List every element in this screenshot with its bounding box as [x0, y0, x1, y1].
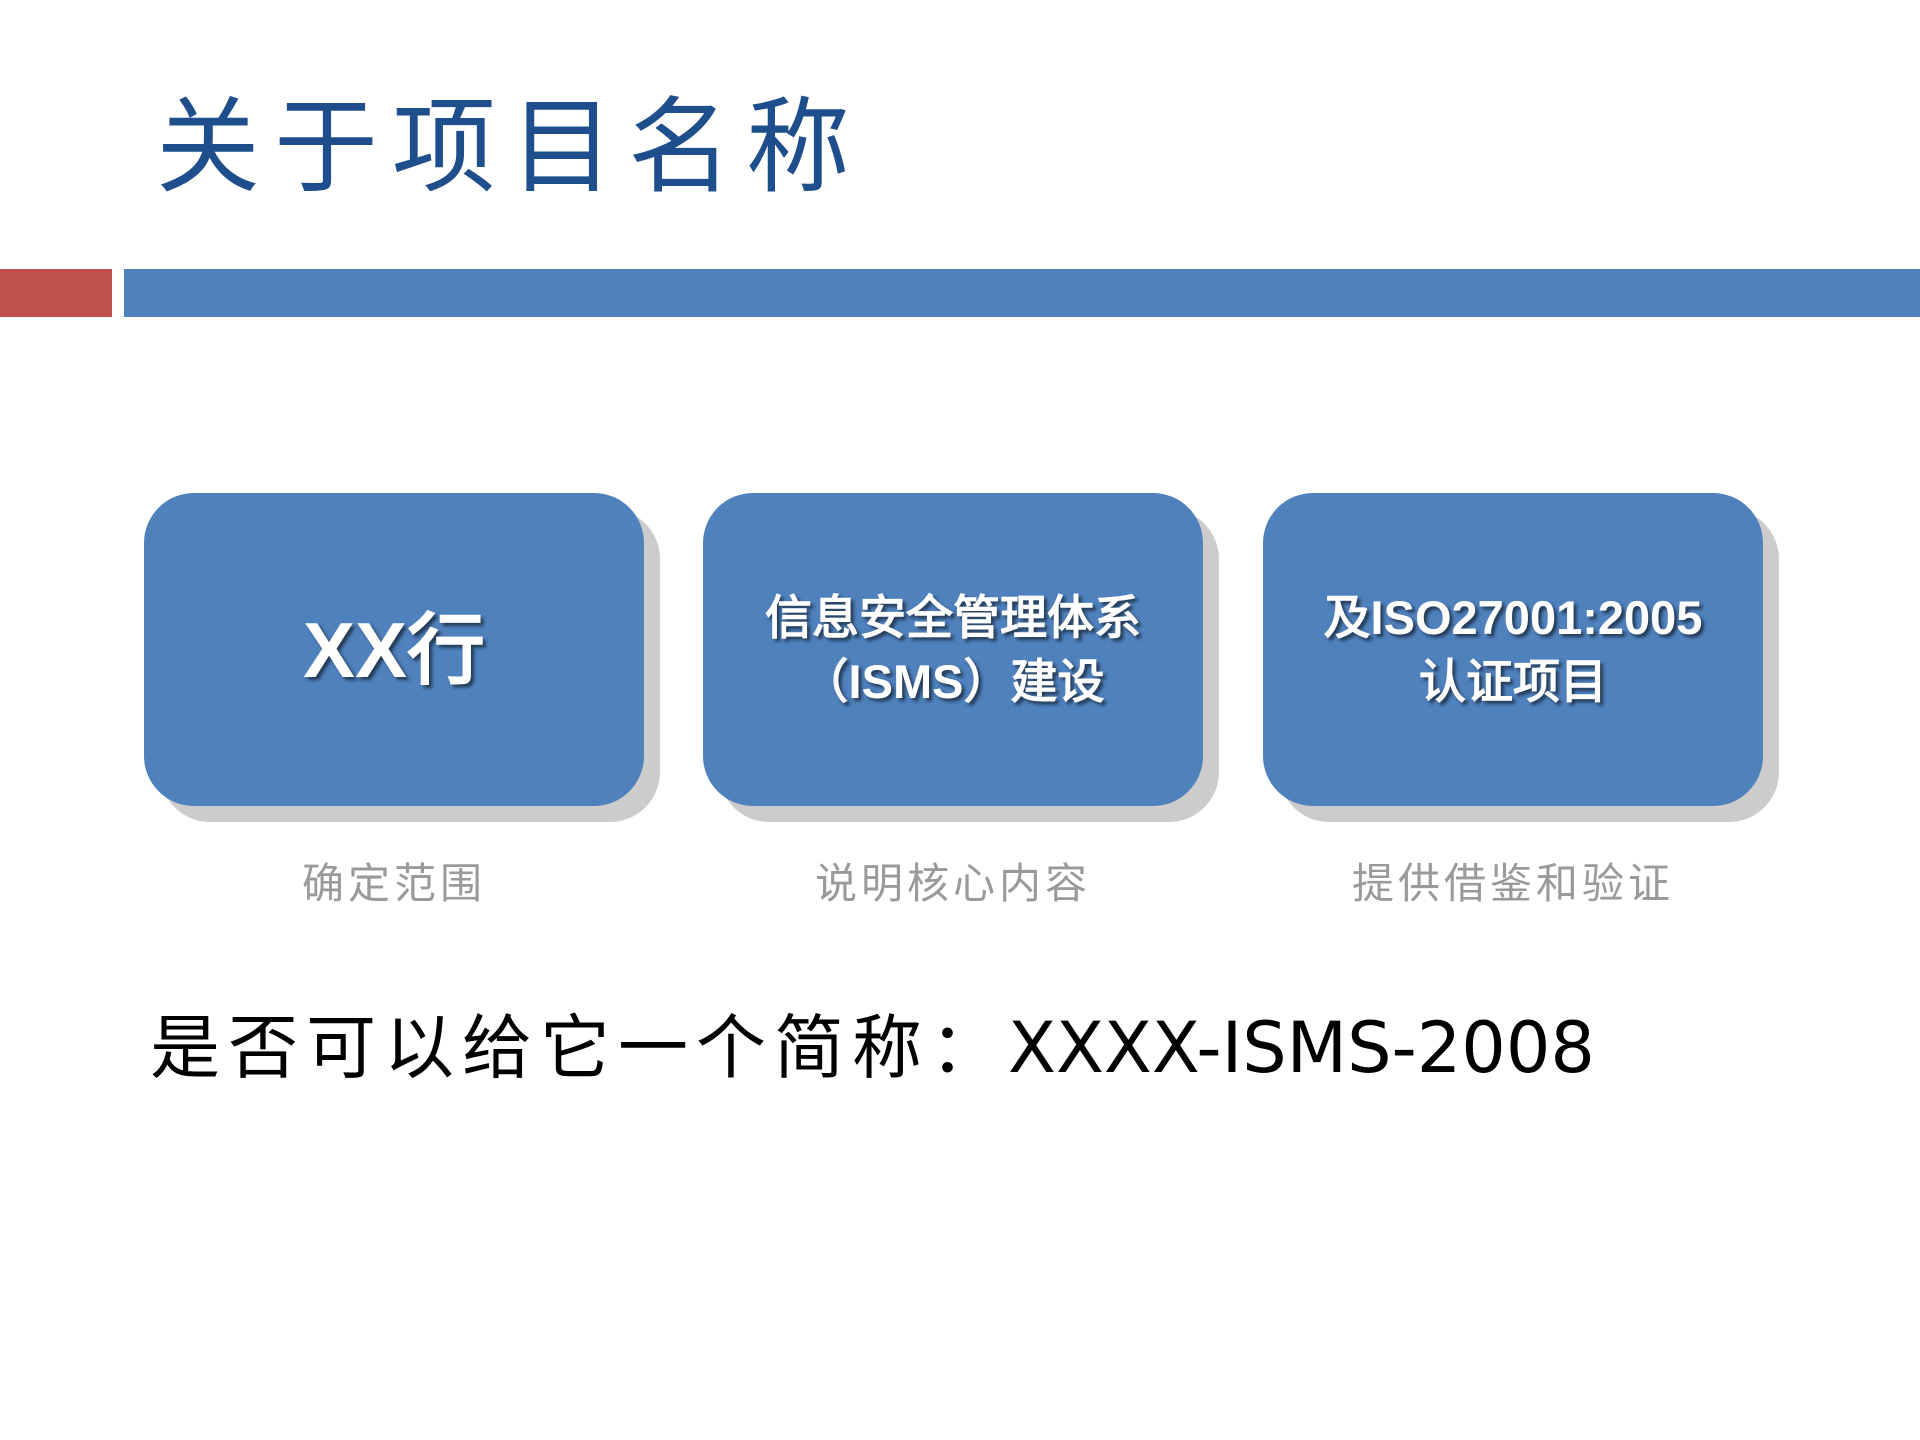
- card-certification: 及ISO27001:2005 认证项目: [1263, 493, 1779, 822]
- slide-title: 关于项目名称: [156, 86, 865, 208]
- card-line: （ISMS）建设: [801, 654, 1105, 708]
- question-text: 是否可以给它一个简称：: [150, 1007, 1008, 1089]
- card-face: 信息安全管理体系 （ISMS）建设: [703, 493, 1203, 806]
- card-line: 信息安全管理体系: [765, 590, 1141, 644]
- abbreviation-text: XXXX-ISMS-2008: [1008, 1007, 1595, 1089]
- card-label: 及ISO27001:2005 认证项目: [1324, 586, 1703, 714]
- card-face: 及ISO27001:2005 认证项目: [1263, 493, 1763, 806]
- card-caption-core-content: 说明核心内容: [814, 859, 1091, 908]
- card-caption-scope: 确定范围: [301, 859, 486, 908]
- card-caption-certification: 提供借鉴和验证: [1351, 859, 1674, 908]
- card-line: 及ISO27001:2005: [1323, 590, 1703, 644]
- card-face: XX行: [144, 493, 644, 806]
- card-line: XX行: [302, 605, 486, 694]
- accent-bar-red: [0, 269, 112, 317]
- card-line: 认证项目: [1419, 654, 1607, 708]
- card-scope: XX行: [144, 493, 660, 822]
- card-label: XX行: [303, 605, 485, 695]
- abbreviation-question: 是否可以给它一个简称：XXXX-ISMS-2008: [150, 1000, 1595, 1096]
- card-label: 信息安全管理体系 （ISMS）建设: [765, 586, 1141, 714]
- accent-bar-blue: [124, 269, 1920, 317]
- card-core-content: 信息安全管理体系 （ISMS）建设: [703, 493, 1219, 822]
